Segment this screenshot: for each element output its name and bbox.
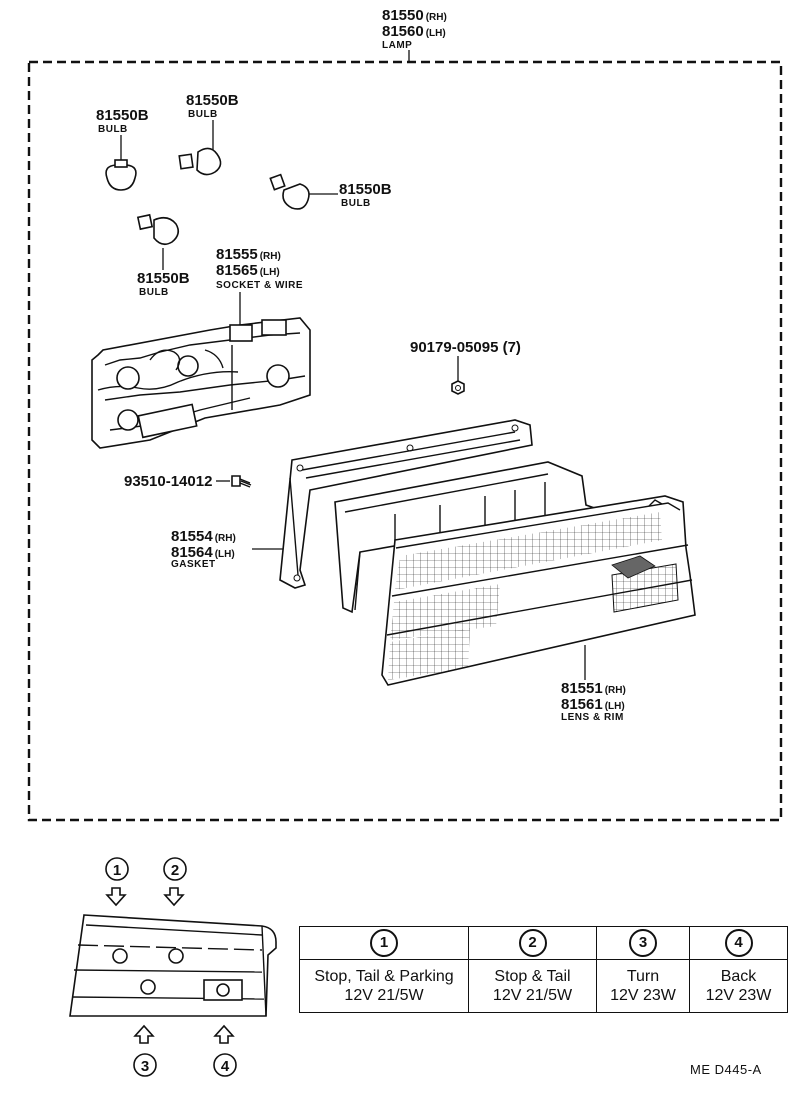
lens-callout: 81551(RH) 81561(LH) LENS & RIM (561, 645, 626, 723)
socket-callout: 81555(RH) 81565(LH) SOCKET & WIRE (216, 246, 303, 325)
function-label: Stop & Tail (494, 968, 571, 985)
socket-wire-assembly (91, 317, 311, 449)
table-header-row: 1 2 3 4 (299, 926, 788, 960)
svg-text:93510-14012: 93510-14012 (124, 473, 212, 490)
svg-text:81554(RH): 81554(RH) (171, 528, 236, 545)
marker-1: 1 (113, 862, 121, 879)
gasket-part (279, 419, 533, 589)
svg-text:81564(LH): 81564(LH) (171, 544, 235, 561)
svg-text:LENS & RIM: LENS & RIM (561, 712, 624, 723)
bulb-3-icon (269, 173, 310, 210)
spec-label: 12V 21/5W (492, 987, 573, 1004)
marker-4-header: 4 (724, 929, 753, 957)
svg-text:BULB: BULB (341, 198, 371, 209)
gasket-callout: 81554(RH) 81564(LH) GASKET (171, 528, 288, 570)
bulb-1-callout: 81550B BULB (96, 107, 149, 165)
bulb-2-callout: 81550B BULB (186, 92, 239, 150)
svg-text:81555(RH): 81555(RH) (216, 246, 281, 263)
marker-4: 4 (221, 1058, 230, 1075)
marker-1-header: 1 (370, 929, 398, 957)
bulb-3-callout: 81550B BULB (304, 181, 392, 209)
svg-text:81560(LH): 81560(LH) (382, 23, 446, 40)
svg-text:81550B: 81550B (339, 181, 392, 198)
bulb-4-callout: 81550B BULB (137, 248, 190, 298)
bulb-position-diagram: 1 2 3 4 (69, 857, 277, 1077)
function-label: Stop, Tail & Parking (314, 968, 454, 985)
lens-rim-part (334, 461, 696, 686)
svg-text:81561(LH): 81561(LH) (561, 696, 625, 713)
diagram-code: ME D445-A (690, 1062, 762, 1077)
svg-text:BULB: BULB (139, 287, 169, 298)
svg-text:81550B: 81550B (186, 92, 239, 109)
svg-text:GASKET: GASKET (171, 559, 216, 570)
marker-3-header: 3 (629, 929, 657, 957)
spec-label: 12V 21/5W (344, 987, 424, 1004)
bulb-2-icon (178, 147, 222, 176)
assembly-boundary (27, 60, 783, 822)
svg-text:LAMP: LAMP (382, 40, 412, 51)
table-row: Stop, Tail & Parking 12V 21/5W Stop & Tai… (299, 959, 788, 1013)
spec-label: 12V 23W (610, 987, 676, 1004)
svg-text:81550(RH): 81550(RH) (382, 7, 447, 24)
function-label: Back (720, 968, 757, 985)
bulb-1-icon (105, 159, 137, 191)
spec-label: 12V 23W (705, 987, 772, 1004)
lamp-callout: 81550(RH) 81560(LH) LAMP (382, 7, 447, 62)
marker-2: 2 (171, 862, 179, 879)
svg-text:81551(RH): 81551(RH) (561, 680, 626, 697)
marker-3: 3 (141, 1058, 149, 1075)
svg-text:BULB: BULB (188, 109, 218, 120)
screw-callout: 93510-14012 (124, 473, 252, 490)
svg-text:SOCKET & WIRE: SOCKET & WIRE (216, 280, 303, 291)
bulb-4-icon (136, 213, 180, 246)
svg-text:BULB: BULB (98, 124, 128, 135)
svg-text:90179-05095 (7): 90179-05095 (7) (410, 339, 521, 356)
svg-text:81550B: 81550B (96, 107, 149, 124)
nut-callout: 90179-05095 (7) (410, 339, 521, 395)
bulb-spec-table: 1 2 3 4 Stop, Tail & Parking 12V 21/5W St… (299, 926, 788, 1013)
svg-text:81565(LH): 81565(LH) (216, 262, 280, 279)
svg-text:81550B: 81550B (137, 270, 190, 287)
marker-2-header: 2 (518, 929, 547, 957)
function-label: Turn (626, 968, 660, 985)
